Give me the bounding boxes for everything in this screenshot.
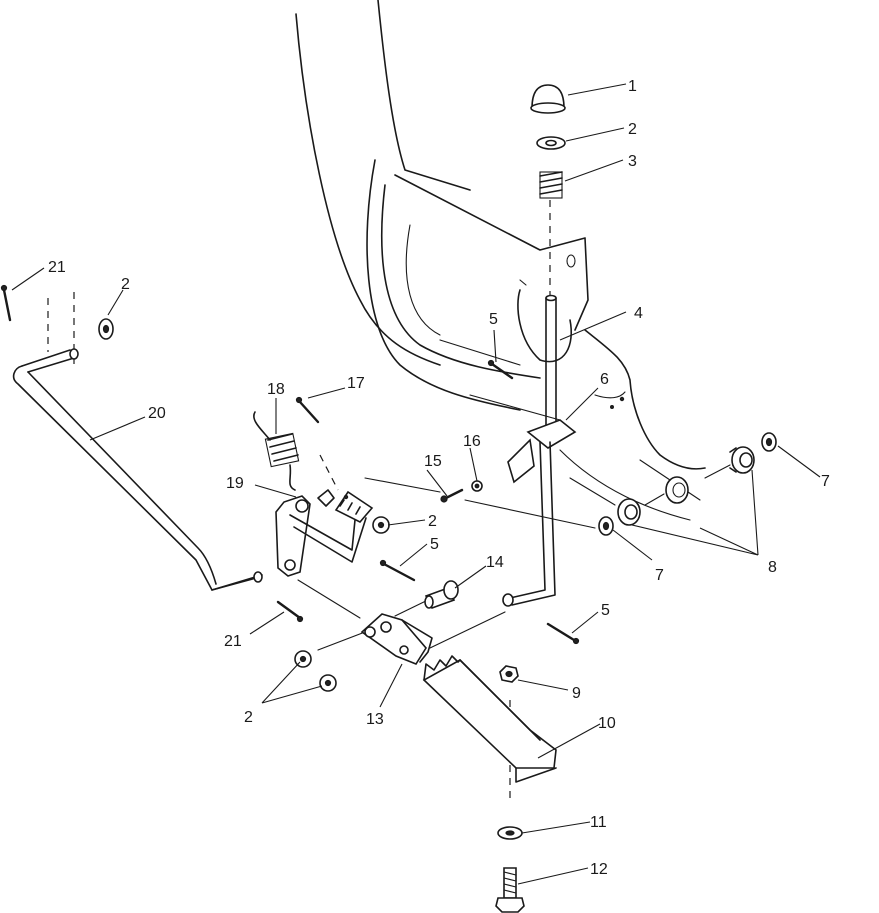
callout-21: 21 bbox=[224, 633, 242, 650]
part-2-washer-pedal bbox=[372, 516, 390, 534]
part-2-washer-top bbox=[536, 136, 566, 150]
part-20-link-rod bbox=[12, 348, 263, 591]
callout-8: 8 bbox=[768, 559, 777, 576]
callout-9: 9 bbox=[572, 685, 581, 702]
part-9-nut bbox=[499, 665, 519, 683]
part-19-pedal-pad bbox=[334, 490, 374, 523]
callout-17: 17 bbox=[347, 375, 365, 392]
part-4-rod bbox=[545, 294, 557, 429]
callout-5: 5 bbox=[601, 602, 610, 619]
part-16-washer bbox=[471, 480, 483, 492]
part-5-pin-lower bbox=[546, 622, 580, 645]
part-17-pin bbox=[295, 396, 320, 424]
callout-20: 20 bbox=[148, 405, 166, 422]
callout-19: 19 bbox=[226, 475, 244, 492]
part-19-pedal-arm bbox=[275, 489, 367, 577]
part-1-cap bbox=[530, 84, 566, 114]
callout-18: 18 bbox=[267, 381, 285, 398]
callout-2: 2 bbox=[121, 276, 130, 293]
callout-10: 10 bbox=[598, 715, 616, 732]
part-15-bolt bbox=[440, 488, 464, 503]
callout-6: 6 bbox=[600, 371, 609, 388]
callout-21: 21 bbox=[48, 259, 66, 276]
leader-lines bbox=[11, 83, 821, 885]
callout-1: 1 bbox=[628, 78, 637, 95]
part-7-washer-lower bbox=[598, 516, 614, 536]
part-2-washer-lower-b bbox=[319, 674, 337, 692]
callout-7: 7 bbox=[821, 473, 830, 490]
part-2-washer-rod bbox=[98, 318, 114, 340]
part-14-clevis-pin bbox=[424, 580, 459, 609]
callouts: 1 2 3 4 5 6 7 8 7 16 15 18 17 20 21 2 19… bbox=[48, 78, 830, 878]
part-13-bracket bbox=[360, 613, 433, 665]
callout-11: 11 bbox=[590, 814, 607, 831]
frame-panel bbox=[295, 0, 706, 521]
callout-15: 15 bbox=[424, 453, 442, 470]
part-12-bolt bbox=[495, 867, 525, 913]
part-6-bracket bbox=[502, 419, 577, 607]
callout-7: 7 bbox=[655, 567, 664, 584]
part-3-spring bbox=[539, 171, 563, 199]
part-5-pin-upper bbox=[487, 359, 514, 380]
callout-2: 2 bbox=[628, 121, 637, 138]
callout-3: 3 bbox=[628, 153, 637, 170]
part-7-washer-upper bbox=[761, 432, 777, 452]
part-18-spring bbox=[253, 411, 300, 491]
part-5-pin-middle bbox=[379, 559, 416, 582]
callout-12: 12 bbox=[590, 861, 608, 878]
callout-5: 5 bbox=[430, 536, 439, 553]
assembly-lines bbox=[297, 464, 731, 651]
callout-13: 13 bbox=[366, 711, 384, 728]
part-11-washer bbox=[497, 826, 523, 840]
callout-2: 2 bbox=[428, 513, 437, 530]
callout-16: 16 bbox=[463, 433, 481, 450]
part-10-pedal-plate bbox=[422, 655, 557, 783]
part-8-bushing-upper bbox=[729, 446, 755, 474]
callout-14: 14 bbox=[486, 554, 504, 571]
part-21-pin-upper bbox=[0, 284, 12, 322]
frame-bushing-boss bbox=[665, 476, 689, 504]
part-8-bushing-lower bbox=[617, 498, 641, 526]
callout-2: 2 bbox=[244, 709, 253, 726]
callout-4: 4 bbox=[634, 305, 643, 322]
callout-5: 5 bbox=[489, 311, 498, 328]
part-21-pin-lower bbox=[276, 600, 304, 623]
